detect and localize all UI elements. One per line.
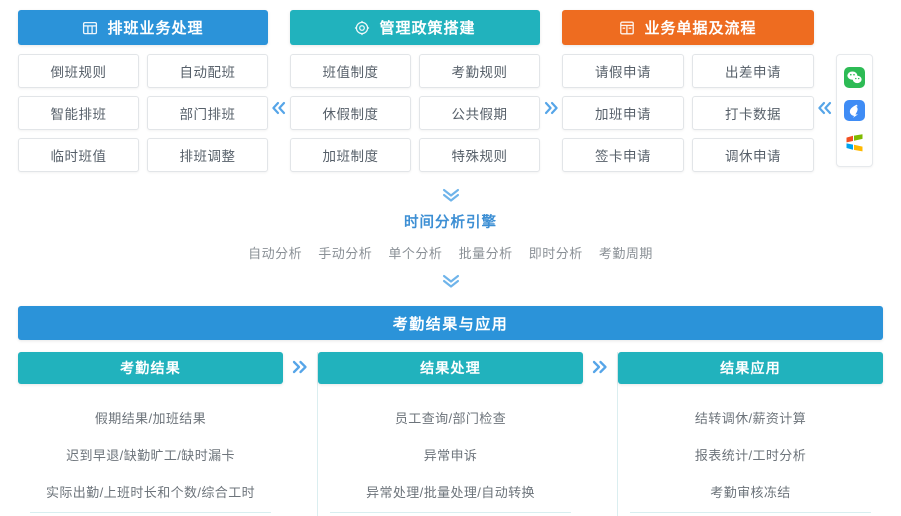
tile-jiaban-zhidu[interactable]: 加班制度 [290, 138, 411, 172]
tile-zidong-peiban[interactable]: 自动配班 [147, 54, 268, 88]
panel-scheduling-tiles: 倒班规则 自动配班 智能排班 部门排班 临时班值 排班调整 [18, 54, 268, 172]
engine-item-single: 单个分析 [388, 246, 443, 261]
result-line-1: 假期结果/加班结果 [94, 411, 207, 426]
tile-qingjia-shenqing[interactable]: 请假申请 [562, 54, 684, 88]
tile-bumen-paiban[interactable]: 部门排班 [147, 96, 268, 130]
integration-app-rail [836, 54, 873, 167]
form-document-icon [619, 20, 635, 36]
tile-tiaoxiu-shenqing[interactable]: 调休申请 [692, 138, 814, 172]
tile-banzhi-zhidu[interactable]: 班值制度 [290, 54, 411, 88]
processing-line-1: 员工查询/部门检查 [394, 411, 507, 426]
windows-icon[interactable] [844, 133, 865, 154]
column-result-application-body: 结转调休/薪资计算 报表统计/工时分析 考勤审核冻结 [618, 384, 883, 516]
engine-item-batch: 批量分析 [458, 246, 513, 261]
panel-policy: 管理政策搭建 班值制度 考勤规则 休假制度 公共假期 加班制度 特殊规则 [290, 10, 540, 172]
wechat-icon[interactable] [844, 67, 865, 88]
tile-xiujia-zhidu[interactable]: 休假制度 [290, 96, 411, 130]
column-attendance-result-header[interactable]: 考勤结果 [18, 352, 283, 384]
tile-kaoqin-guize[interactable]: 考勤规则 [419, 54, 540, 88]
tile-chuchai-shenqing[interactable]: 出差申请 [692, 54, 814, 88]
column-attendance-result-title: 考勤结果 [120, 360, 181, 376]
panel-scheduling-title: 排班业务处理 [107, 20, 204, 37]
result-banner-title: 考勤结果与应用 [392, 315, 509, 333]
application-line-1: 结转调休/薪资计算 [694, 411, 807, 426]
column-result-application-title: 结果应用 [720, 360, 781, 376]
engine-item-cycle: 考勤周期 [598, 246, 653, 261]
tile-daoban-guize[interactable]: 倒班规则 [18, 54, 139, 88]
dingtalk-icon[interactable] [844, 100, 865, 121]
result-line-2: 迟到早退/缺勤旷工/缺时漏卡 [66, 448, 235, 463]
panel-policy-title: 管理政策搭建 [379, 20, 476, 37]
column-result-processing: 结果处理 员工查询/部门检查 异常申诉 异常处理/批量处理/自动转换 [317, 352, 583, 516]
chevron-left-double-3 [814, 100, 836, 116]
engine-item-realtime: 即时分析 [528, 246, 583, 261]
tile-zhineng-paiban[interactable]: 智能排班 [18, 96, 139, 130]
panel-scheduling: 排班业务处理 倒班规则 自动配班 智能排班 部门排班 临时班值 排班调整 [18, 10, 268, 172]
panel-documents-title: 业务单据及流程 [644, 20, 757, 37]
results-columns-row: 考勤结果 假期结果/加班结果 迟到早退/缺勤旷工/缺时漏卡 实际出勤/上班时长和… [18, 352, 883, 516]
top-modules-row: 排班业务处理 倒班规则 自动配班 智能排班 部门排班 临时班值 排班调整 [0, 10, 901, 178]
chevron-down-double-top-icon [0, 186, 901, 204]
panel-documents: 业务单据及流程 请假申请 出差申请 加班申请 打卡数据 签卡申请 调休申请 [562, 10, 814, 172]
engine-title: 时间分析引擎 [404, 215, 497, 231]
tile-qianka-shenqing[interactable]: 签卡申请 [562, 138, 684, 172]
time-analysis-engine: 时间分析引擎 自动分析 手动分析 单个分析 批量分析 即时分析 考勤周期 [0, 186, 901, 290]
panel-documents-header[interactable]: 业务单据及流程 [562, 10, 814, 45]
column-result-processing-body: 员工查询/部门检查 异常申诉 异常处理/批量处理/自动转换 [318, 384, 583, 516]
column-attendance-result: 考勤结果 假期结果/加班结果 迟到早退/缺勤旷工/缺时漏卡 实际出勤/上班时长和… [18, 352, 283, 516]
column-result-processing-header[interactable]: 结果处理 [318, 352, 583, 384]
engine-item-auto: 自动分析 [248, 246, 303, 261]
panel-policy-tiles: 班值制度 考勤规则 休假制度 公共假期 加班制度 特殊规则 [290, 54, 540, 172]
chevron-right-double-b1 [283, 352, 317, 376]
panel-scheduling-header[interactable]: 排班业务处理 [18, 10, 268, 45]
tile-teshu-guize[interactable]: 特殊规则 [419, 138, 540, 172]
tile-linshi-banzhi[interactable]: 临时班值 [18, 138, 139, 172]
column-attendance-result-body: 假期结果/加班结果 迟到早退/缺勤旷工/缺时漏卡 实际出勤/上班时长和个数/综合… [18, 384, 283, 516]
engine-item-list: 自动分析 手动分析 单个分析 批量分析 即时分析 考勤周期 [0, 243, 901, 262]
tile-gonggong-jiaqi[interactable]: 公共假期 [419, 96, 540, 130]
column-result-application: 结果应用 结转调休/薪资计算 报表统计/工时分析 考勤审核冻结 [617, 352, 883, 516]
tile-jiaban-shenqing[interactable]: 加班申请 [562, 96, 684, 130]
chevron-right-double-b2 [583, 352, 617, 376]
application-line-2: 报表统计/工时分析 [694, 448, 807, 463]
calendar-icon [82, 20, 98, 36]
column-result-application-header[interactable]: 结果应用 [618, 352, 883, 384]
application-line-3: 考勤审核冻结 [710, 485, 791, 500]
column-result-processing-title: 结果处理 [420, 360, 481, 376]
processing-line-3: 异常处理/批量处理/自动转换 [366, 485, 535, 500]
result-line-3: 实际出勤/上班时长和个数/综合工时 [45, 485, 256, 500]
panel-documents-tiles: 请假申请 出差申请 加班申请 打卡数据 签卡申请 调休申请 [562, 54, 814, 172]
chevron-left-double-1 [268, 100, 290, 116]
tile-daka-shuju[interactable]: 打卡数据 [692, 96, 814, 130]
panel-policy-header[interactable]: 管理政策搭建 [290, 10, 540, 45]
tile-paiban-tiaozheng[interactable]: 排班调整 [147, 138, 268, 172]
engine-item-manual: 手动分析 [318, 246, 373, 261]
chevron-down-double-bottom-icon [0, 272, 901, 290]
chevron-right-double-2 [540, 100, 562, 116]
result-banner: 考勤结果与应用 [18, 306, 883, 340]
processing-line-2: 异常申诉 [423, 448, 478, 463]
gear-target-icon [354, 20, 370, 36]
